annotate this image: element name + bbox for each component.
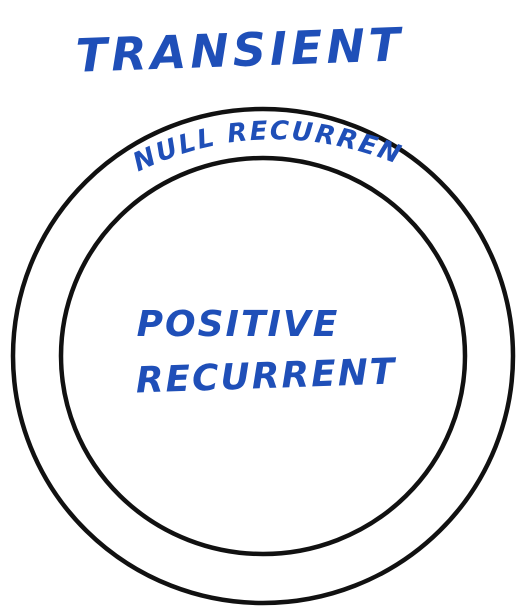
- outer-circle: [10, 106, 516, 606]
- inner-circle: [58, 155, 468, 557]
- positive-label: POSITIVE: [137, 304, 340, 345]
- recurrent-label: RECURRENT: [135, 351, 397, 401]
- transient-label: TRANSIENT: [75, 17, 405, 82]
